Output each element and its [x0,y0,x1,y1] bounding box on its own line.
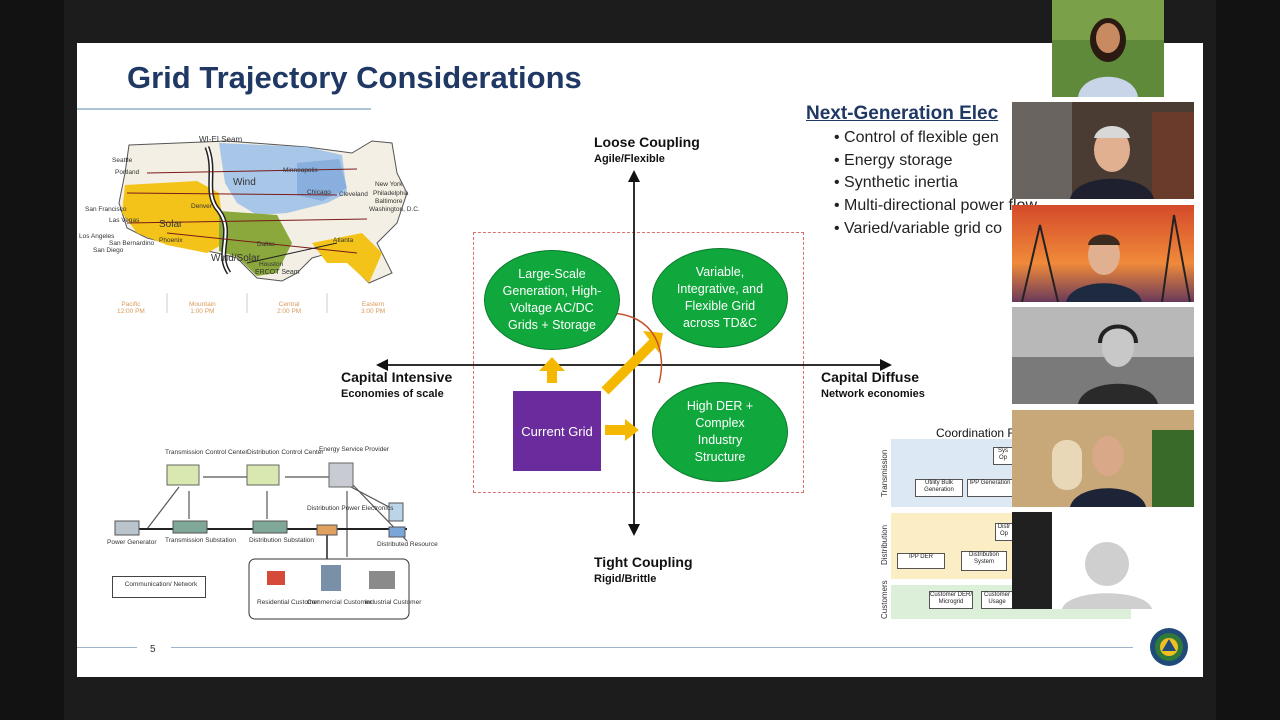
box-dist-sys: Distribution System [961,551,1007,571]
bullet-item: • Energy storage [834,152,953,169]
footer-rule-left [77,647,137,648]
city-atlanta: Atlanta [333,237,354,244]
axis-right-sub: Network economies [821,388,925,400]
axis-left-label: Capital Intensive [341,369,453,385]
avatar-placeholder-icon [1012,512,1194,609]
node-esp: Energy Service Provider [319,446,390,453]
city-washington-dc: Washington, D.C. [369,206,420,213]
box-utility-bulk: Utility Bulk Generation [915,479,963,497]
participant-video-4[interactable] [1012,307,1194,404]
node-dpe: Distribution Power Electronics [307,505,394,512]
city-seattle: Seattle [112,157,133,164]
box-cust-der: Customer DER/ Microgrid [929,591,973,609]
page-number: 5 [150,644,156,655]
axis-bottom-label: Tight Coupling [594,554,693,570]
axis-top-sub: Agile/Flexible [594,153,665,165]
node-dcc: Distribution Control Center [247,449,324,456]
city-san-francisco: San Francisco [85,206,127,213]
box-ipp-gen: IPP Generation [967,479,1013,497]
map-label-solar: Solar [159,219,183,230]
city-san-bernardino: San Bernardino [109,240,155,247]
participant-2-picture [1012,102,1194,199]
letterbox-right [1216,0,1280,720]
axis-left-sub: Economies of scale [341,388,444,400]
map-label-wind: Wind [233,177,256,188]
node-industrial: Industrial Customer [365,599,422,606]
bullets-heading: Next-Generation Elec [806,103,999,124]
participant-video-6[interactable] [1012,512,1194,609]
participant-video-2[interactable] [1012,102,1194,199]
city-los-angeles: Los Angeles [79,233,115,240]
city-baltimore: Baltimore [375,198,403,205]
map-label-wind-solar: Wind/Solar [211,253,260,264]
node-tcc: Transmission Control Center [165,449,248,456]
doe-seal-logo [1149,627,1189,667]
city-cleveland: Cleveland [339,191,368,198]
network-legend: Communication/ Network [112,576,206,598]
band-label-customers: Customers [880,580,889,619]
box-cust-usage: Customer Usage [981,591,1013,609]
city-portland: Portland [115,169,140,176]
participant-video-1[interactable] [1052,0,1164,97]
us-map-graphic [118,140,408,313]
participant-4-picture [1012,307,1194,404]
city-denver: Denver [191,203,212,210]
city-philadelphia: Philadelphia [373,190,409,197]
participant-video-3[interactable] [1012,205,1194,302]
quadrant-axes [376,170,892,536]
city-san-diego: San Diego [93,247,124,254]
node-dist-sub: Distribution Substation [249,537,315,544]
city-phoenix: Phoenix [159,237,183,244]
letterbox-left [0,0,64,720]
bullet-item: • Varied/variable grid co [834,220,1003,237]
footer-rule [171,647,1133,648]
node-commercial: Commercial Customer [307,599,372,606]
coordination-title: Coordination F [936,426,1015,440]
legend-text: Communication/ Network [124,581,198,588]
city-las-vegas: Las Vegas [109,217,140,224]
ellipse-high-der: High DER + Complex Industry Structure [652,382,788,482]
city-dallas: Dallas [257,241,276,248]
axis-bottom-sub: Rigid/Brittle [594,573,657,585]
ellipse-variable-flexible-grid: Variable, Integrative, and Flexible Grid… [652,248,788,348]
city-minneapolis: Minneapolis [283,167,318,174]
city-new-york: New York [375,181,403,188]
node-dist-res: Distributed Resource [377,541,438,548]
box-sys-op: Sys Op [993,447,1013,465]
city-houston: Houston [259,261,284,268]
map-label-wi-ei-seam: WI-EI Seam [199,135,243,144]
map-label-ercot: ERCOT Seam [255,269,300,276]
quadrant-dashed-box [473,232,804,493]
us-grid-map: WI-EI Seam Wind Solar Wind/Solar ERCOT S… [79,133,420,323]
node-residential: Residential Customer [257,599,320,606]
bullet-item: • Multi-directional power flow [834,197,1038,214]
current-grid-box: Current Grid [513,391,601,471]
slide-title: Grid Trajectory Considerations [127,60,582,95]
bullet-item: • Synthetic inertia [834,174,958,191]
grid-network-diagram: Transmission Control Center Distribution… [107,441,438,621]
axis-right-label: Capital Diffuse [821,369,920,385]
box-dist-op: Distr Op [995,523,1013,541]
node-trans-sub: Transmission Substation [165,537,236,544]
ellipse-large-scale-generation: Large-Scale Generation, High-Voltage AC/… [484,250,620,350]
band-label-distribution: Distribution [880,524,889,565]
bullet-item: • Control of flexible gen [834,129,999,146]
network-lines [114,462,410,620]
participant-3-picture [1012,205,1194,302]
city-chicago: Chicago [307,189,331,196]
box-ipp-der: IPP DER [897,553,945,569]
node-power-gen: Power Generator [107,539,157,546]
participant-video-5[interactable] [1012,410,1194,507]
band-label-transmission: Transmission [880,449,889,497]
title-underline [77,108,371,110]
participant-5-picture [1012,410,1194,507]
axis-top-label: Loose Coupling [594,134,700,150]
participant-1-picture [1052,0,1164,97]
